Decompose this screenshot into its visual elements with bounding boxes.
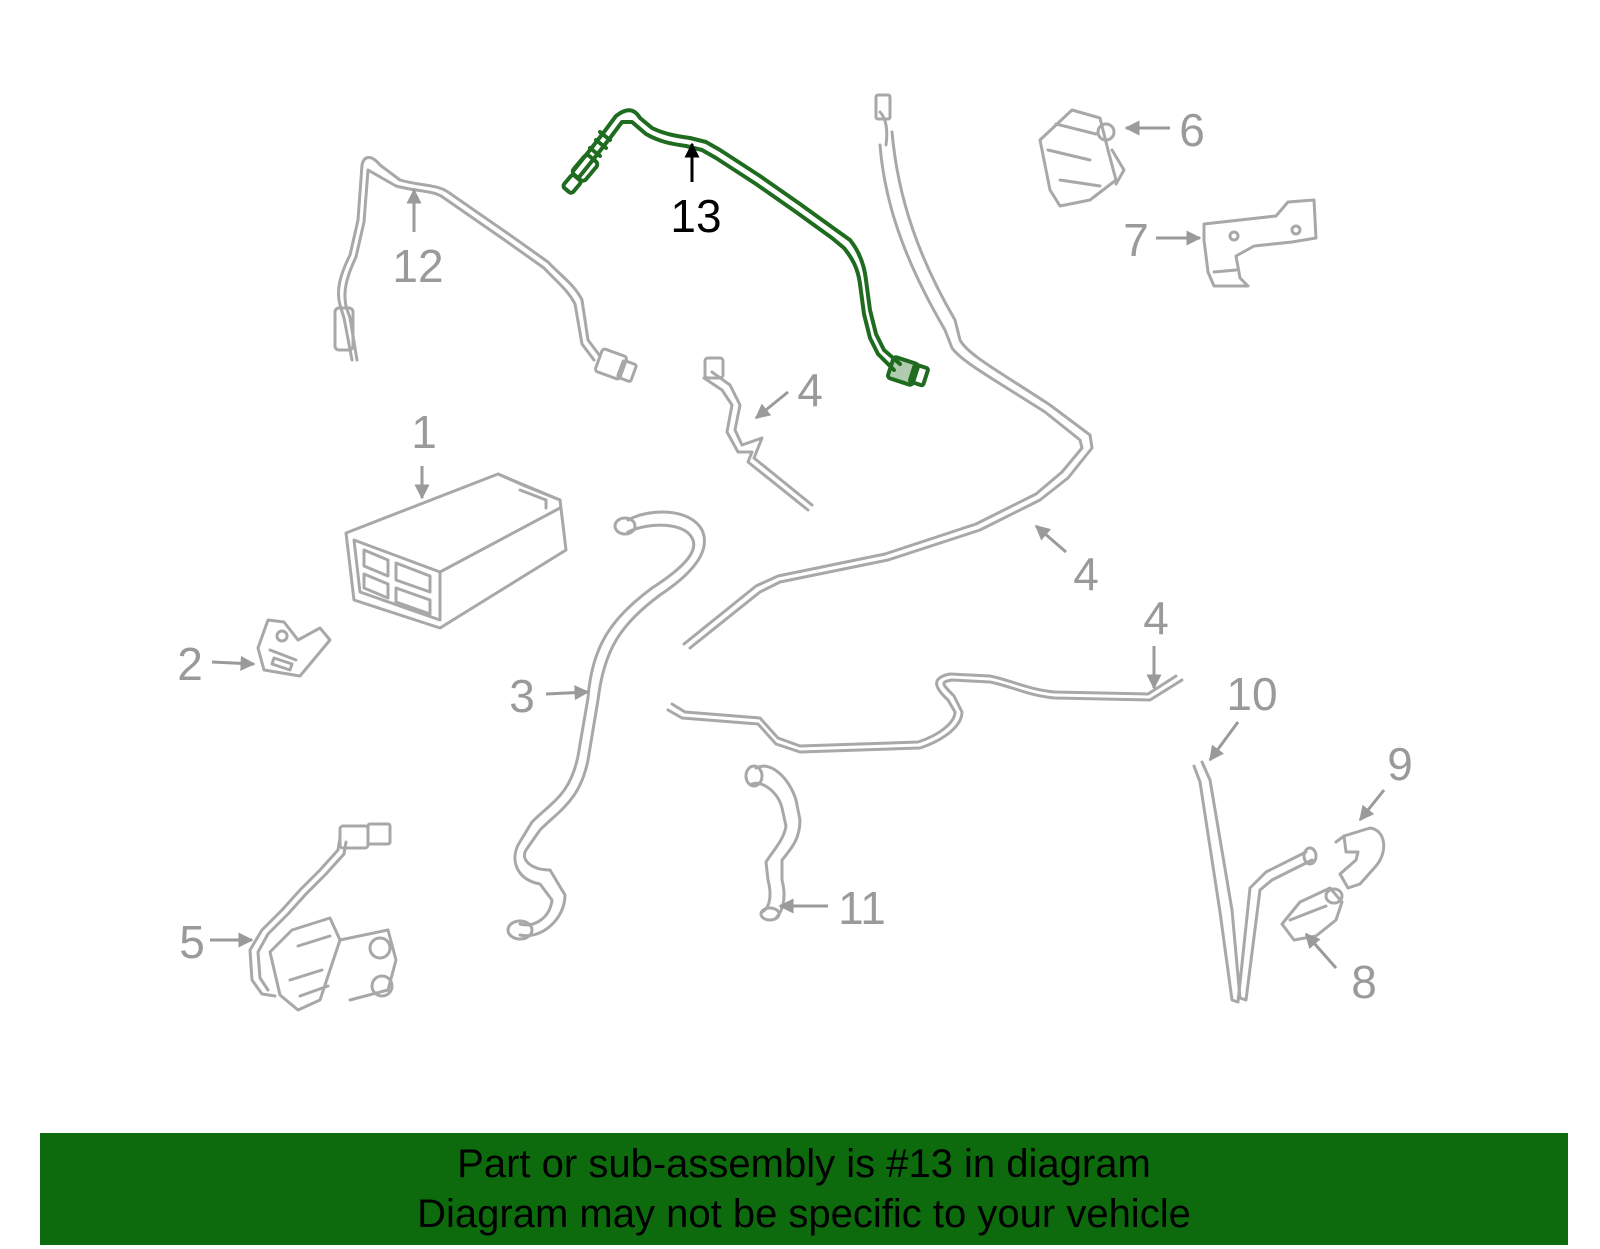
banner-line-2: Diagram may not be specific to your vehi… xyxy=(417,1192,1191,1236)
callout-4b: 4 xyxy=(1073,548,1099,600)
leader-3 xyxy=(545,685,590,701)
part-4-long-tube[interactable] xyxy=(682,93,1094,650)
part-13-oxygen-sensor-highlighted[interactable] xyxy=(561,108,930,388)
part-11-small-hose[interactable] xyxy=(744,764,802,922)
callout-11: 11 xyxy=(838,882,886,934)
callout-10: 10 xyxy=(1226,668,1277,720)
leader-10 xyxy=(1208,721,1240,762)
part-9-elbow[interactable] xyxy=(1334,826,1386,890)
leader-8 xyxy=(1304,932,1338,969)
callout-5: 5 xyxy=(179,916,205,968)
callout-8: 8 xyxy=(1351,956,1377,1008)
part-5-valve-sensor[interactable] xyxy=(248,822,398,1012)
part-2-bracket[interactable] xyxy=(256,618,332,678)
part-12-oxygen-sensor[interactable] xyxy=(333,156,638,383)
banner-line-1: Part or sub-assembly is #13 in diagram xyxy=(457,1142,1151,1186)
callout-2: 2 xyxy=(177,638,203,690)
part-6-valve[interactable] xyxy=(1038,108,1126,208)
part-8-connector[interactable] xyxy=(1280,886,1344,942)
callout-13: 13 xyxy=(670,190,721,242)
callout-1: 1 xyxy=(411,406,437,458)
callout-12: 12 xyxy=(392,240,443,292)
leader-4a xyxy=(754,390,789,420)
callout-4c: 4 xyxy=(1143,592,1169,644)
part-4-lower-tube[interactable] xyxy=(666,672,1184,754)
leader-lines xyxy=(210,120,1386,969)
callout-9: 9 xyxy=(1387,738,1413,790)
leader-9 xyxy=(1358,789,1386,822)
leader-2 xyxy=(211,655,256,671)
part-10-v-hose[interactable] xyxy=(1192,760,1318,1004)
callout-7: 7 xyxy=(1123,214,1149,266)
callout-4a: 4 xyxy=(797,364,823,416)
part-1-canister[interactable] xyxy=(344,472,568,630)
part-4-small-hose[interactable] xyxy=(702,356,814,512)
info-banner: Part or sub-assembly is #13 in diagram D… xyxy=(40,1133,1568,1245)
part-7-bracket[interactable] xyxy=(1202,198,1318,288)
callout-6: 6 xyxy=(1179,104,1205,156)
part-3-hose[interactable] xyxy=(506,510,706,941)
leader-4b xyxy=(1034,524,1067,554)
callout-3: 3 xyxy=(509,670,535,722)
